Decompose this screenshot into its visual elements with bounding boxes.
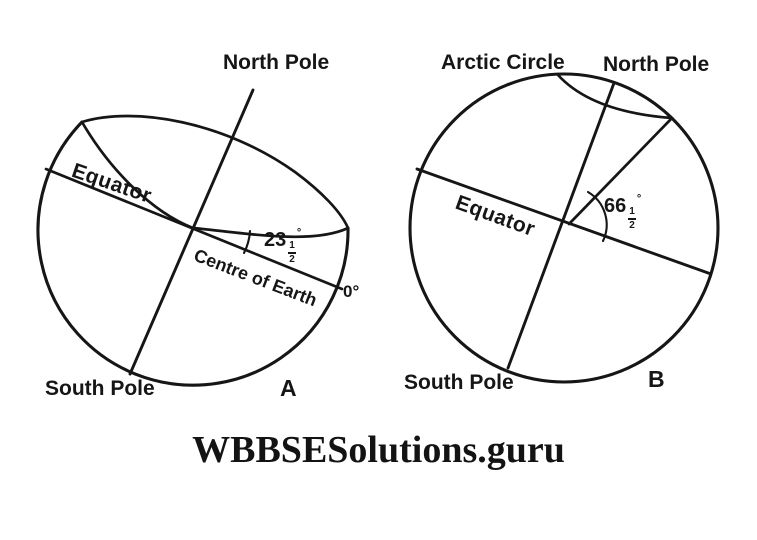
figure-letter-b: B bbox=[648, 366, 665, 392]
fraction-denominator-a: 2 bbox=[289, 254, 295, 265]
angle-whole-b: 66 bbox=[604, 195, 627, 217]
angle-arc-b bbox=[586, 190, 608, 243]
globe-a bbox=[36, 88, 350, 387]
watermark-text: WBBSESolutions.guru bbox=[192, 429, 565, 471]
equator-line-b bbox=[415, 167, 713, 276]
arctic-latitude-line-b bbox=[567, 116, 674, 226]
globe-b bbox=[408, 72, 720, 384]
north-pole-label-b: North Pole bbox=[603, 53, 710, 76]
zero-degree-label: 0° bbox=[343, 282, 360, 301]
fraction-numerator-b: 1 bbox=[628, 207, 636, 220]
south-pole-label-b: South Pole bbox=[404, 371, 514, 394]
sphere-outline-b bbox=[408, 72, 720, 384]
axis-line-a bbox=[128, 88, 255, 376]
north-pole-label-a: North Pole bbox=[223, 51, 330, 74]
zero-degree-line-a bbox=[44, 167, 344, 291]
figure-letter-a: A bbox=[280, 375, 297, 401]
equator-back-edge-a bbox=[80, 114, 350, 230]
fraction-denominator-b: 2 bbox=[629, 220, 635, 231]
south-pole-label-a: South Pole bbox=[45, 377, 155, 400]
sphere-outline-a bbox=[36, 120, 350, 387]
arctic-circle-arc-b bbox=[556, 73, 674, 120]
angle-whole-a: 23 bbox=[264, 229, 287, 251]
degree-symbol-a: ° bbox=[296, 227, 302, 239]
fraction-numerator-a: 1 bbox=[288, 241, 296, 254]
angle-arc-a bbox=[242, 229, 252, 255]
axis-line-b bbox=[506, 81, 616, 370]
arctic-circle-label: Arctic Circle bbox=[441, 51, 565, 74]
degree-symbol-b: ° bbox=[636, 193, 642, 205]
